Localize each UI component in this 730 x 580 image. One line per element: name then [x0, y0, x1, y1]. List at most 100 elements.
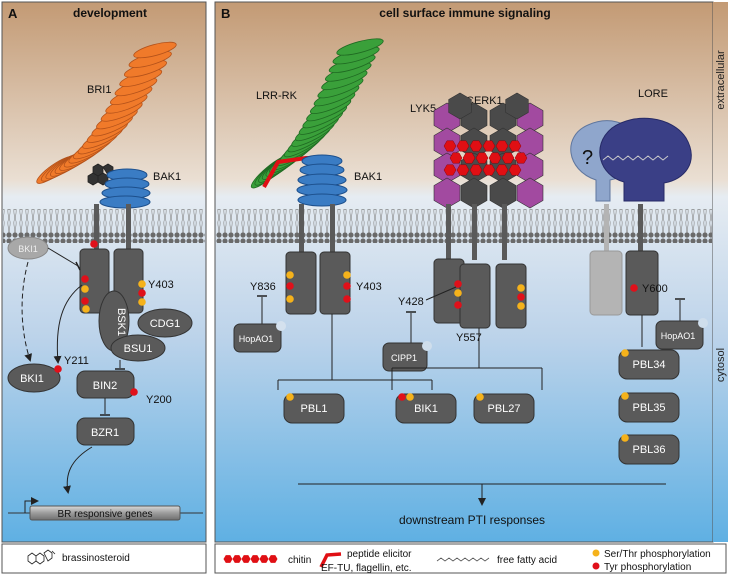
bki1-translocation-arrow	[21, 261, 32, 362]
cerk1-phospho-sites	[454, 280, 525, 310]
site-y403-a: Y403	[148, 279, 174, 291]
pbl35-label: PBL35	[632, 402, 665, 414]
bri1-kinase-domain	[79, 248, 110, 314]
pbl35-node	[618, 392, 680, 423]
legend-brassinosteroid-icon	[27, 549, 56, 565]
ser-thr-dot	[82, 305, 90, 313]
tyr-dot	[343, 282, 351, 290]
ser-thr-dot	[517, 302, 525, 310]
pbl34-label: PBL34	[632, 359, 665, 371]
legend-tyr: Tyr phosphorylation	[604, 562, 691, 573]
transcription-start-arrow	[24, 497, 39, 513]
legend-chitin: chitin	[288, 555, 311, 566]
pbl27-node	[473, 393, 535, 424]
lyk5-label: LYK5	[410, 103, 436, 115]
ser-thr-dot	[476, 393, 484, 401]
bki1-inhibition-bar	[75, 261, 81, 271]
legend-peptide-icon	[319, 552, 342, 568]
hopao1-right-node	[655, 320, 704, 350]
pbl1-node	[283, 393, 345, 424]
legend-ser-thr: Ser/Thr phosphorylation	[604, 549, 711, 560]
bzr1-to-genes-arrow	[63, 446, 93, 494]
bsu1-label: BSU1	[124, 343, 153, 355]
bak1-label-a: BAK1	[153, 171, 181, 183]
tyr-dot	[81, 275, 89, 283]
tyr-dot	[54, 365, 62, 373]
legend-peptide-elicitor: peptide elicitor	[347, 549, 412, 560]
bki1-cytosol-label: BKI1	[20, 373, 44, 385]
ser-thr-dot	[621, 349, 629, 357]
unknown-kinase-domain	[589, 250, 623, 316]
pbl34-node	[618, 349, 680, 380]
side-label-strip	[713, 2, 728, 542]
bik1-node	[395, 393, 457, 424]
extracellular-label: extracellular	[715, 50, 727, 110]
cerk1-kinase-domain-2	[495, 263, 527, 329]
tyr-dot	[517, 293, 525, 301]
tyr-dot	[630, 284, 638, 292]
bak1-label-b: BAK1	[354, 171, 382, 183]
bak1-tm-helix-a	[126, 204, 131, 250]
tyr-dot	[286, 282, 294, 290]
ser-thr-dot	[286, 271, 294, 279]
bsu1-node	[110, 334, 166, 362]
ser-thr-dot	[454, 289, 462, 297]
pbl1-label: PBL1	[301, 403, 328, 415]
panel-b-title: cell surface immune signaling	[379, 6, 550, 20]
legend-tyr-dot	[592, 562, 600, 570]
tyr-dot	[398, 393, 406, 401]
lrr-rk-label: LRR-RK	[256, 90, 298, 102]
cerk1-tm-helix-1	[472, 204, 477, 260]
bri1-label: BRI1	[87, 84, 111, 96]
chitin-ligand	[443, 140, 528, 176]
ser-thr-dot	[517, 284, 525, 292]
tyr-dot	[454, 280, 462, 288]
ser-thr-dot	[138, 280, 146, 288]
legend-chitin-icon	[223, 555, 278, 563]
legend-free-fatty-acid: free fatty acid	[497, 555, 557, 566]
site-y600: Y600	[642, 283, 668, 295]
hopao1-left-label: HopAO1	[239, 334, 274, 344]
ser-thr-dot	[138, 298, 146, 306]
lore-tm-helix	[638, 204, 643, 254]
legend-fatty-acid-icon	[436, 557, 490, 562]
bki1-cytosol-node	[7, 363, 61, 393]
site-y403-b: Y403	[356, 281, 382, 293]
cdg1-node	[137, 308, 193, 338]
hopao1-right-label: HopAO1	[661, 331, 696, 341]
lyk5-tm-helix	[446, 204, 451, 260]
cytosol-label: cytosol	[715, 348, 727, 382]
cerk1-kinase-domain-1	[459, 263, 491, 329]
bri1-to-bki1-arrow	[53, 284, 83, 364]
lore-label: LORE	[638, 88, 668, 100]
cerk1-tm-helix-2	[502, 204, 507, 260]
tyr-dot	[138, 289, 146, 297]
bak1-ectodomain-b	[296, 154, 348, 207]
gene-box	[29, 505, 181, 521]
pbl27-label: PBL27	[487, 403, 520, 415]
bki1-membrane-label: BKI1	[18, 244, 38, 254]
ser-thr-dot	[81, 285, 89, 293]
downstream-label: downstream PTI responses	[399, 513, 545, 527]
panel-a-title: development	[73, 6, 147, 20]
legend-ser-thr-dot	[592, 549, 600, 557]
bri1-receptor-ectodomain	[36, 41, 177, 184]
ser-thr-dot	[621, 434, 629, 442]
lrr-tm-helix	[299, 204, 304, 254]
membrane-panel-a	[3, 209, 205, 243]
tyr-dot	[454, 301, 462, 309]
hopao1-left-notch	[276, 321, 286, 331]
ser-thr-dot	[406, 393, 414, 401]
tyr-dot	[90, 240, 98, 248]
cerk1-pbl-bracket	[391, 328, 543, 390]
lrr-rk-ectodomain	[250, 38, 384, 189]
cipp1-notch	[422, 341, 432, 351]
ser-thr-dot	[621, 392, 629, 400]
lore-ectodomain	[599, 117, 692, 202]
bin2-label: BIN2	[93, 380, 117, 392]
panel-a-letter: A	[8, 6, 18, 21]
lrr-phospho-sites	[286, 271, 351, 303]
genes-label: BR responsive genes	[57, 509, 152, 520]
